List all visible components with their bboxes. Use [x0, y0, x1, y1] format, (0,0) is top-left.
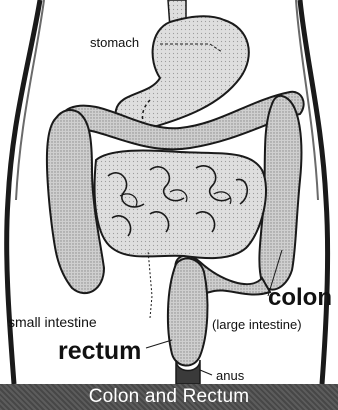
leader-rectum	[146, 340, 172, 348]
colon-label: colon	[268, 286, 332, 310]
anus-label: anus	[216, 369, 244, 382]
leader-small-intestine	[148, 250, 152, 318]
rectum-shape	[168, 258, 208, 365]
torso-outline	[300, 0, 328, 384]
diagram-caption: Colon and Rectum	[0, 386, 338, 408]
stomach-label: stomach	[90, 36, 139, 49]
rectum-label: rectum	[58, 339, 141, 364]
large-intestine-label: (large intestine)	[212, 318, 302, 331]
small-intestine-label: small intestine	[8, 315, 97, 329]
leader-anus	[200, 370, 212, 375]
